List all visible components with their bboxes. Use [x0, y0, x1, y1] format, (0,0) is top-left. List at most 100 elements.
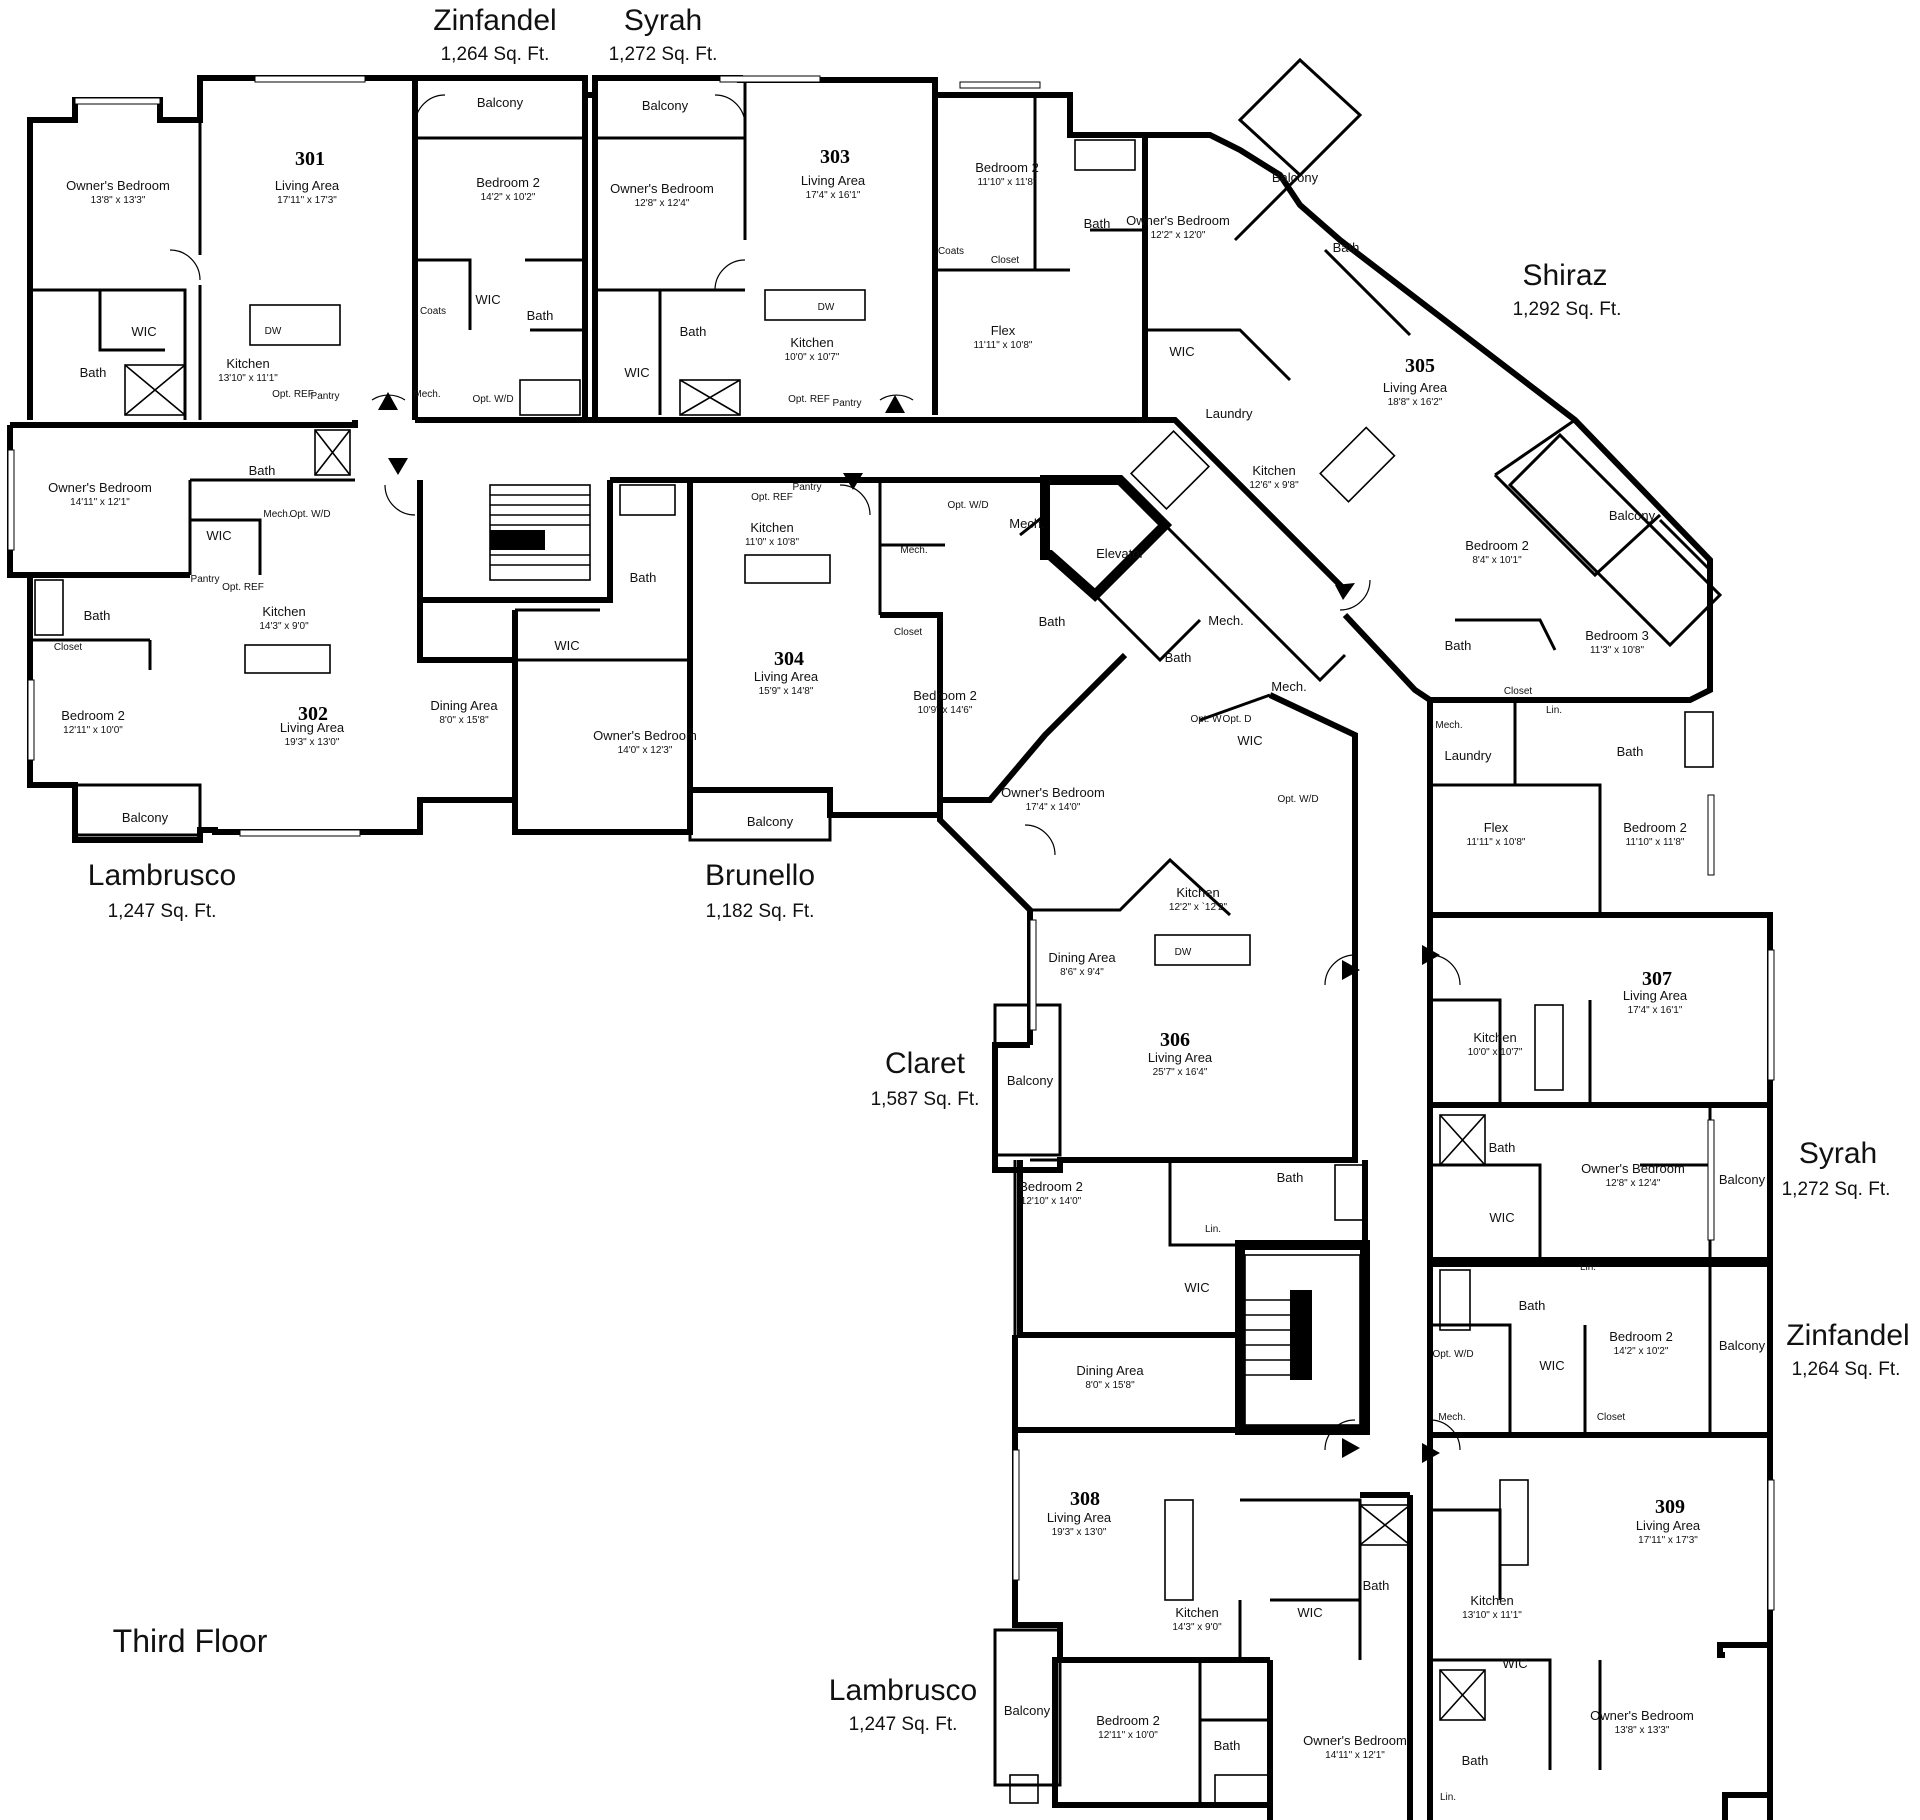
plan-sqft-lambrusco-bottom: 1,247 Sq. Ft.	[849, 1714, 958, 1735]
plan-sqft-syrah-top: 1,272 Sq. Ft.	[609, 44, 718, 65]
room-dimension: 11'11" x 10'8"	[1467, 837, 1526, 848]
balcony-label: Balcony	[477, 95, 524, 110]
bath-label: Bath	[1039, 614, 1066, 629]
bath-label: Bath	[527, 308, 554, 323]
mech-label: Mech.	[1271, 679, 1306, 694]
wic-label: WIC	[206, 528, 231, 543]
wic-label: WIC	[624, 365, 649, 380]
room-name-bedroom-2: Bedroom 2	[1465, 538, 1529, 553]
room-name-kitchen: Kitchen	[1175, 1605, 1218, 1620]
room-dimension: 17'11" x 17'3"	[277, 195, 337, 206]
dw-label: DW	[818, 302, 835, 313]
plan-sqft-claret: 1,587 Sq. Ft.	[871, 1089, 980, 1110]
wic-label: WIC	[1539, 1358, 1564, 1373]
room-name-bedroom-2: Bedroom 2	[1609, 1329, 1673, 1344]
plan-name-syrah-right: Syrah	[1799, 1137, 1877, 1170]
room-name-bedroom-2: Bedroom 2	[1623, 820, 1687, 835]
balcony-outlines	[73, 57, 1772, 1787]
room-dimension: 12'11" x 10'0"	[63, 725, 123, 736]
room-name-kitchen: Kitchen	[750, 520, 793, 535]
room-dimension: 17'4" x 16'1"	[1628, 1005, 1683, 1016]
room-dimension: 11'0" x 10'8"	[745, 537, 800, 548]
unit-301: 301	[295, 148, 325, 170]
room-name-bedroom-2: Bedroom 2	[61, 708, 125, 723]
bath-label: Bath	[84, 608, 111, 623]
room-dimension: 13'8" x 13'3"	[91, 195, 146, 206]
plan-sqft-syrah-right: 1,272 Sq. Ft.	[1782, 1179, 1891, 1200]
mech-label: Mech.	[1438, 1412, 1465, 1423]
room-name-living-area: Living Area	[1636, 1518, 1701, 1533]
plan-sqft-brunello: 1,182 Sq. Ft.	[706, 901, 815, 922]
room-name-owner-s-bedroom: Owner's Bedroom	[1126, 213, 1230, 228]
room-name-dining-area: Dining Area	[430, 698, 498, 713]
pantry-label: Pantry	[311, 391, 340, 402]
unit-302: 302	[298, 703, 328, 725]
room-name-bedroom-2: Bedroom 2	[1019, 1179, 1083, 1194]
room-dimension: 14'11" x 12'1"	[1325, 1750, 1385, 1761]
room-name-living-area: Living Area	[280, 720, 345, 735]
unit-304: 304	[774, 648, 804, 670]
plan-name-lambrusco-left: Lambrusco	[88, 859, 236, 892]
room-dimension: 8'4" x 10'1"	[1472, 555, 1522, 566]
room-name-bedroom-2: Bedroom 2	[476, 175, 540, 190]
room-dimension: 11'3" x 10'8"	[1590, 645, 1645, 656]
plan-sqft-lambrusco-left: 1,247 Sq. Ft.	[108, 901, 217, 922]
room-dimension: 18'8" x 16'2"	[1388, 397, 1443, 408]
room-dimension: 12'11" x 10'0"	[1098, 1730, 1158, 1741]
room-dimension: 17'4" x 16'1"	[806, 190, 861, 201]
room-labels: Owner's Bedroom 13'8" x 13'3" Living Area 1…	[48, 160, 1701, 1761]
room-name-dining-area: Dining Area	[1076, 1363, 1144, 1378]
room-name-kitchen: Kitchen	[262, 604, 305, 619]
balcony-label: Balcony	[1719, 1172, 1766, 1187]
room-dimension: 14'2" x 10'2"	[481, 192, 536, 203]
bath-label: Bath	[1519, 1298, 1546, 1313]
room-dimension: 11'10" x 11'8"	[978, 177, 1037, 188]
plan-name-brunello: Brunello	[705, 859, 815, 892]
room-name-kitchen: Kitchen	[1473, 1030, 1516, 1045]
balcony-label: Balcony	[1004, 1703, 1051, 1718]
wic-label: WIC	[1237, 733, 1262, 748]
elevator-label: Elevator	[1096, 546, 1144, 561]
room-name-living-area: Living Area	[1623, 988, 1688, 1003]
room-name-owner-s-bedroom: Owner's Bedroom	[1303, 1733, 1407, 1748]
laundry-label: Laundry	[1206, 406, 1253, 421]
balcony-label: Balcony	[1007, 1073, 1054, 1088]
bath-label: Bath	[249, 463, 276, 478]
opt-ref-label: Opt. REF	[751, 492, 793, 503]
room-name-owner-s-bedroom: Owner's Bedroom	[48, 480, 152, 495]
room-name-living-area: Living Area	[754, 669, 819, 684]
plan-name-lambrusco-bottom: Lambrusco	[829, 1674, 977, 1707]
room-name-living-area: Living Area	[1047, 1510, 1112, 1525]
plan-name-syrah-top: Syrah	[624, 4, 702, 37]
lin-label: Lin.	[1205, 1224, 1221, 1235]
balcony-label: Balcony	[1609, 508, 1656, 523]
mech-label: Mech.	[1009, 516, 1044, 531]
wic-label: WIC	[1489, 1210, 1514, 1225]
room-dimension: 8'0" x 15'8"	[439, 715, 489, 726]
opt-wd-label: Opt. W/D	[289, 509, 330, 520]
balcony-label: Balcony	[642, 98, 689, 113]
wic-label: WIC	[1502, 1656, 1527, 1671]
plan-names: Zinfandel 1,264 Sq. Ft. Syrah 1,272 Sq. …	[88, 4, 1910, 1735]
pantry-label: Pantry	[793, 482, 822, 493]
room-dimension: 12'8" x 12'4"	[635, 198, 690, 209]
plan-sqft-shiraz: 1,292 Sq. Ft.	[1513, 299, 1622, 320]
room-name-owner-s-bedroom: Owner's Bedroom	[610, 181, 714, 196]
bath-label: Bath	[1489, 1140, 1516, 1155]
closet-label: Closet	[1597, 1412, 1626, 1423]
mech-label: Mech.	[900, 545, 927, 556]
room-name-bedroom-3: Bedroom 3	[1585, 628, 1649, 643]
wic-label: WIC	[1184, 1280, 1209, 1295]
plan-name-zinfandel-right: Zinfandel	[1786, 1319, 1909, 1352]
opt-wd-label: Opt. W/D	[1432, 1349, 1473, 1360]
closet-label: Closet	[894, 627, 923, 638]
room-name-kitchen: Kitchen	[1252, 463, 1295, 478]
plan-sqft-zinfandel-top: 1,264 Sq. Ft.	[441, 44, 550, 65]
wic-label: WIC	[1297, 1605, 1322, 1620]
plan-name-zinfandel-top: Zinfandel	[433, 4, 556, 37]
unit-306: 306	[1160, 1029, 1190, 1051]
opt-wd-label: Opt. W/D	[472, 394, 513, 405]
room-name-kitchen: Kitchen	[1176, 885, 1219, 900]
room-dimension: 19'3" x 13'0"	[1052, 1527, 1107, 1538]
room-dimension: 8'0" x 15'8"	[1085, 1380, 1135, 1391]
